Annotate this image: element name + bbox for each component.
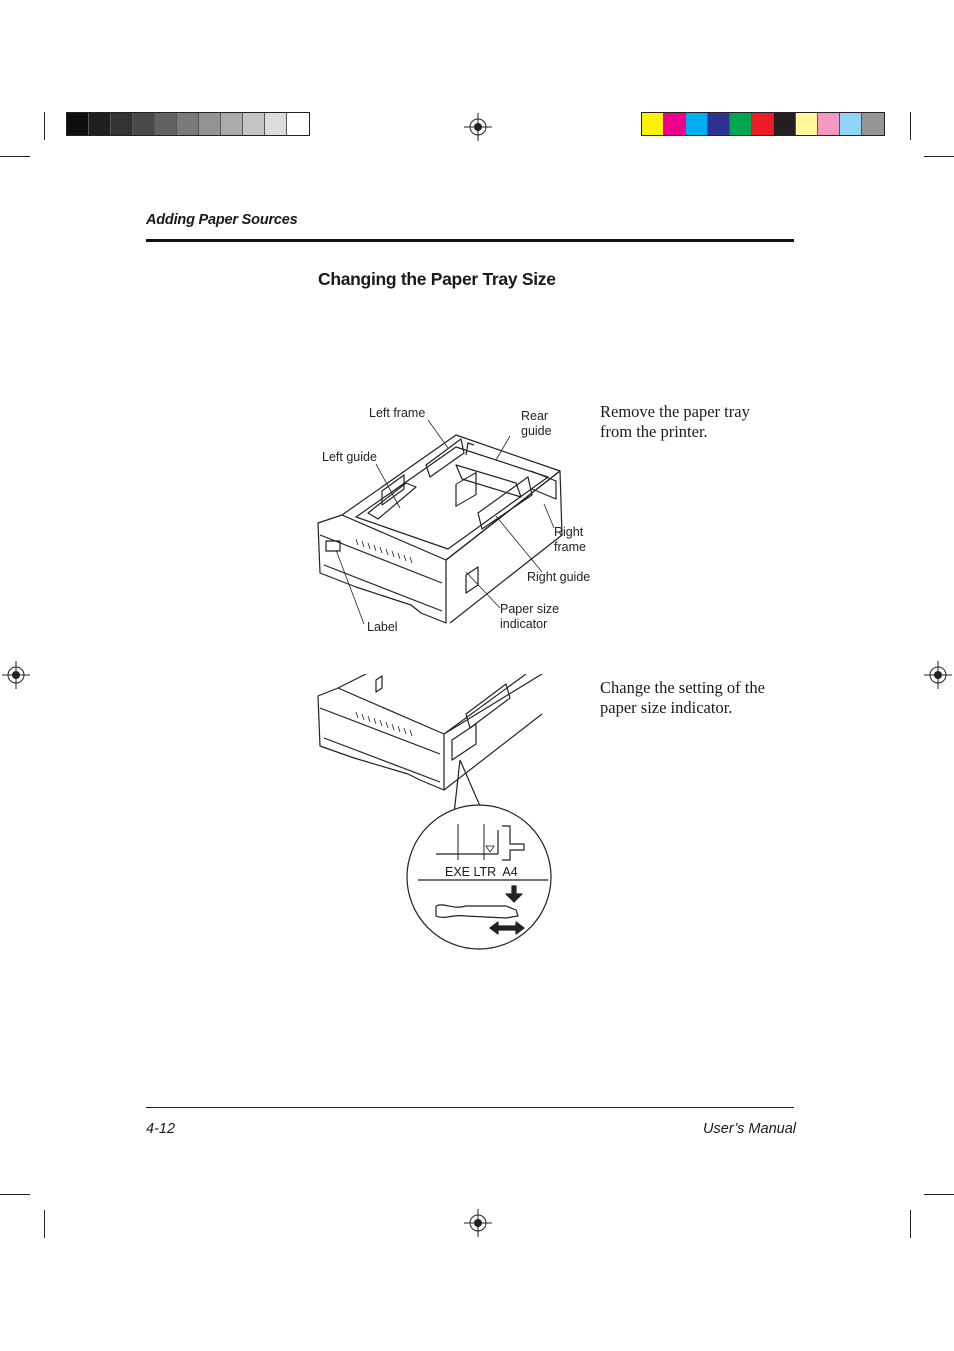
calibration-swatch: [642, 113, 664, 135]
crop-mark: [44, 112, 45, 140]
calibration-swatch: [265, 113, 287, 135]
callout-right-frame-line1: Right: [554, 525, 584, 539]
calibration-swatch: [155, 113, 177, 135]
callout-rear-guide: Rear guide: [521, 409, 552, 439]
step-1-text: Remove the paper tray from the printer.: [600, 402, 750, 441]
callout-rear-guide-line1: Rear: [521, 409, 549, 423]
step-2-text: Change the setting of the paper size ind…: [600, 678, 765, 717]
registration-target-icon: [464, 1209, 492, 1237]
calibration-swatch: [67, 113, 89, 135]
header-rule: [146, 239, 794, 242]
callout-right-frame: Right frame: [554, 525, 586, 555]
calibration-swatch: [752, 113, 774, 135]
calibration-swatch: [840, 113, 862, 135]
manual-title: User’s Manual: [703, 1121, 796, 1137]
calibration-swatch: [774, 113, 796, 135]
footer-rule: [146, 1107, 794, 1108]
calibration-swatch: [818, 113, 840, 135]
calibration-swatch: [199, 113, 221, 135]
calibration-swatch: [708, 113, 730, 135]
calibration-swatch: [133, 113, 155, 135]
crop-mark: [0, 1194, 30, 1195]
calibration-swatch: [664, 113, 686, 135]
callout-right-guide: Right guide: [527, 570, 591, 584]
indicator-size-labels: EXE LTR A4: [445, 865, 518, 879]
calibration-swatch: [862, 113, 884, 135]
callout-paper-size-indicator: Paper size indicator: [500, 602, 559, 632]
callout-leader-lines: [335, 419, 555, 625]
calibration-swatch: [686, 113, 708, 135]
callout-left-frame: Left frame: [369, 406, 426, 420]
registration-target-icon: [2, 661, 30, 689]
calibration-swatch: [287, 113, 309, 135]
running-header: Adding Paper Sources: [146, 212, 298, 228]
crop-mark: [924, 156, 954, 157]
paper-size-indicator-illustration: [317, 674, 552, 950]
callout-paper-size-line2: indicator: [500, 617, 548, 631]
grayscale-calibration-bar: [66, 112, 310, 136]
section-title: Changing the Paper Tray Size: [318, 269, 556, 289]
crop-mark: [910, 1210, 911, 1238]
calibration-swatch: [243, 113, 265, 135]
registration-target-icon: [464, 113, 492, 141]
callout-right-frame-line2: frame: [554, 540, 586, 554]
crop-mark: [44, 1210, 45, 1238]
crop-mark: [910, 112, 911, 140]
page-number: 4-12: [146, 1121, 176, 1137]
calibration-swatch: [111, 113, 133, 135]
paper-tray-illustration: [317, 434, 563, 624]
callout-paper-size-line1: Paper size: [500, 602, 560, 616]
callout-label: Label: [367, 620, 398, 634]
callout-left-guide: Left guide: [322, 450, 377, 464]
calibration-swatch: [89, 113, 111, 135]
registration-target-icon: [924, 661, 952, 689]
callout-rear-guide-line2: guide: [521, 424, 552, 438]
calibration-swatch: [221, 113, 243, 135]
color-calibration-bar: [641, 112, 885, 136]
calibration-swatch: [177, 113, 199, 135]
crop-mark: [924, 1194, 954, 1195]
calibration-swatch: [730, 113, 752, 135]
calibration-swatch: [796, 113, 818, 135]
crop-mark: [0, 156, 30, 157]
